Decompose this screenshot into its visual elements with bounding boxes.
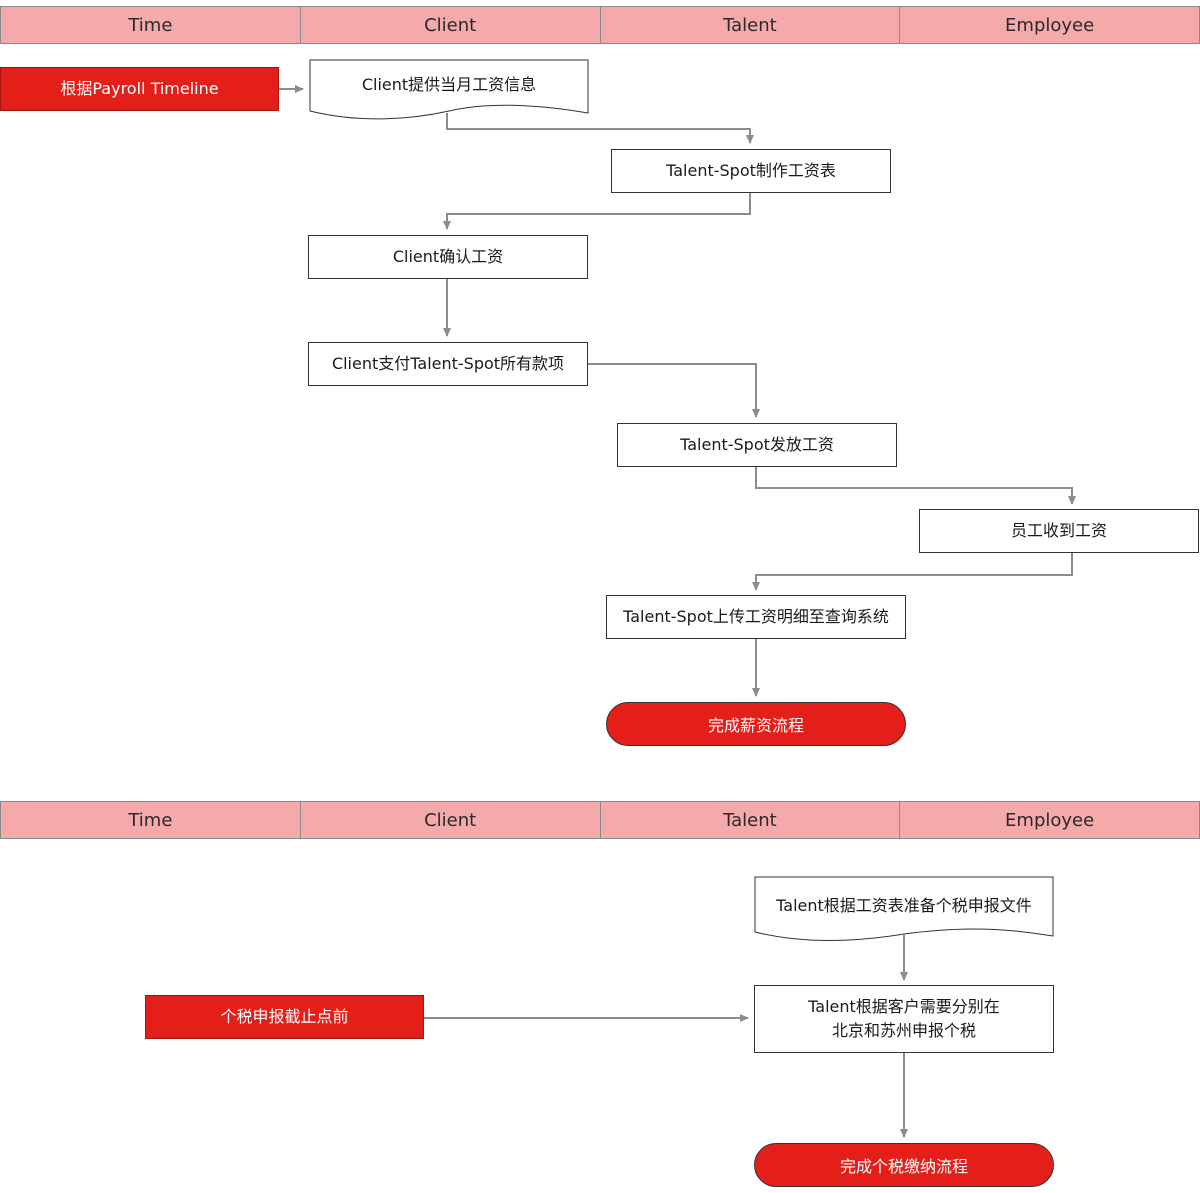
process-label-line2: 北京和苏州申报个税 — [831, 1021, 976, 1040]
document-label: Talent根据工资表准备个税申报文件 — [776, 896, 1032, 915]
start-node-payroll-timeline: 根据Payroll Timeline — [0, 67, 279, 111]
process-node-client-confirm: Client确认工资 — [308, 235, 588, 279]
connector-talent-pay-to-employee-receive — [755, 467, 1076, 505]
connector-client-pay-to-talent-pay — [588, 363, 760, 418]
lane-header-talent: Talent — [601, 7, 901, 43]
process-node-talent-declare-tax: Talent根据客户需要分别在 北京和苏州申报个税 — [754, 985, 1054, 1053]
start-node-tax-deadline: 个税申报截止点前 — [145, 995, 424, 1039]
document-node-client-provide: Client提供当月工资信息 — [309, 59, 589, 123]
process-label-line1: Talent根据客户需要分别在 — [808, 997, 1000, 1016]
lane-header-client: Client — [301, 7, 601, 43]
process-node-talent-upload: Talent-Spot上传工资明细至查询系统 — [606, 595, 906, 639]
lane-header-time: Time — [1, 7, 301, 43]
document-label: Client提供当月工资信息 — [361, 75, 537, 94]
lane-header-talent: Talent — [601, 802, 901, 838]
process-node-talent-make-payroll: Talent-Spot制作工资表 — [611, 149, 891, 193]
lane-header-time: Time — [1, 802, 301, 838]
lane-header-employee: Employee — [1005, 14, 1095, 36]
process-node-client-pay: Client支付Talent-Spot所有款项 — [308, 342, 588, 386]
process-node-talent-pay-salary: Talent-Spot发放工资 — [617, 423, 897, 467]
lane-header-client: Client — [301, 802, 601, 838]
lane-header-employee: Employee — [1005, 809, 1095, 831]
document-shape — [754, 876, 1054, 941]
swimlane-header-2: Time Client Talent Employee — [0, 801, 1200, 839]
document-shape — [309, 59, 589, 120]
connector-client-provide-to-talent-make — [446, 113, 754, 144]
connector-talent-make-to-client-confirm — [443, 193, 751, 230]
swimlane-header-1: Time Client Talent Employee — [0, 6, 1200, 44]
connector-employee-receive-to-talent-upload — [752, 553, 1073, 591]
end-node-tax-complete: 完成个税缴纳流程 — [754, 1143, 1054, 1187]
process-node-employee-receive: 员工收到工资 — [919, 509, 1199, 553]
document-node-talent-prepare-tax: Talent根据工资表准备个税申报文件 — [754, 876, 1054, 944]
end-node-payroll-complete: 完成薪资流程 — [606, 702, 906, 746]
